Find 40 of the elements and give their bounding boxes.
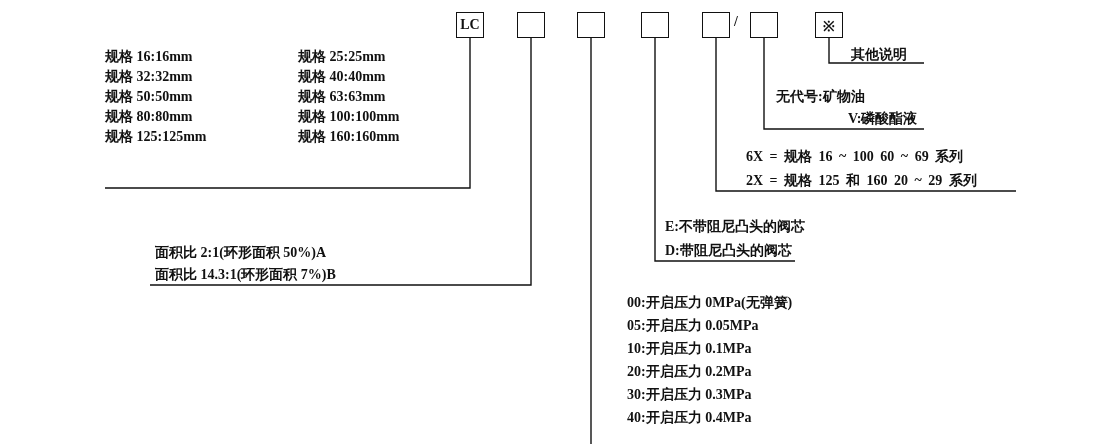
code-box xyxy=(750,12,778,38)
valve-core-text: E:不带阻尼凸头的阀芯 xyxy=(665,218,805,236)
code-box xyxy=(702,12,730,38)
cracking-pressure-text: 30:开启压力 0.3MPa xyxy=(627,386,752,404)
leader-line xyxy=(149,37,532,286)
code-box xyxy=(641,12,669,38)
code-box xyxy=(517,12,545,38)
note-text: 其他说明 xyxy=(851,46,907,64)
leader-line xyxy=(715,37,1017,192)
series-text: 6X = 规格 16 ~ 100 60 ~ 69 系列 xyxy=(746,148,964,166)
size-option-text: 规格 32:32mm xyxy=(105,68,193,86)
size-option-text: 规格 100:100mm xyxy=(298,108,400,126)
code-box xyxy=(577,12,605,38)
code-box: LC xyxy=(456,12,484,38)
separator-text: / xyxy=(734,14,738,30)
size-option-text: 规格 63:63mm xyxy=(298,88,386,106)
area-ratio-text: 面积比 2:1(环形面积 50%)A xyxy=(155,244,327,262)
cracking-pressure-text: 05:开启压力 0.05MPa xyxy=(627,317,759,335)
size-option-text: 规格 16:16mm xyxy=(105,48,193,66)
size-option-text: 规格 40:40mm xyxy=(298,68,386,86)
cracking-pressure-text: 20:开启压力 0.2MPa xyxy=(627,363,752,381)
leader-line xyxy=(828,37,925,64)
leader-line xyxy=(104,37,471,189)
fluid-text: V:磷酸酯液 xyxy=(848,110,918,128)
size-option-text: 规格 50:50mm xyxy=(105,88,193,106)
series-text: 2X = 规格 125 和 160 20 ~ 29 系列 xyxy=(746,172,977,190)
size-option-text: 规格 80:80mm xyxy=(105,108,193,126)
cracking-pressure-text: 00:开启压力 0MPa(无弹簧) xyxy=(627,294,793,312)
area-ratio-text: 面积比 14.3:1(环形面积 7%)B xyxy=(155,266,336,284)
leader-line xyxy=(654,37,796,262)
cracking-pressure-text: 40:开启压力 0.4MPa xyxy=(627,409,752,427)
size-option-text: 规格 125:125mm xyxy=(105,128,207,146)
leader-line xyxy=(763,37,925,130)
cracking-pressure-text: 10:开启压力 0.1MPa xyxy=(627,340,752,358)
leader-line xyxy=(590,37,592,444)
size-option-text: 规格 160:160mm xyxy=(298,128,400,146)
valve-core-text: D:带阻尼凸头的阀芯 xyxy=(665,242,792,260)
fluid-text: 无代号:矿物油 xyxy=(776,88,865,106)
size-option-text: 规格 25:25mm xyxy=(298,48,386,66)
code-box: ※ xyxy=(815,12,843,38)
